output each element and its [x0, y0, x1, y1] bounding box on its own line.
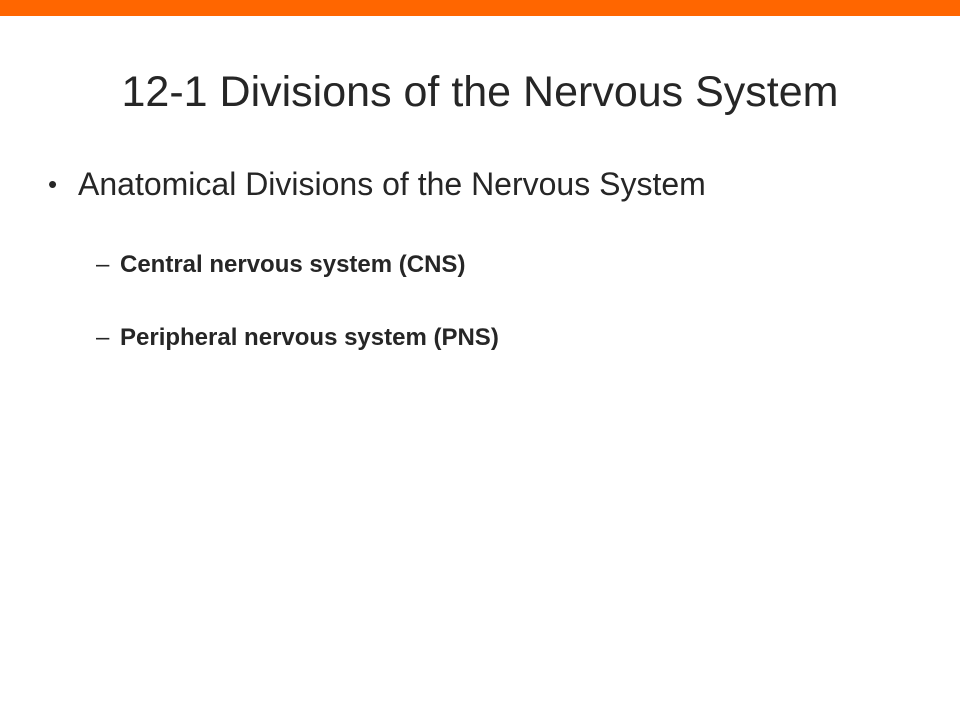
bullet-item-anatomical-divisions: • Anatomical Divisions of the Nervous Sys…: [48, 162, 706, 206]
sub-bullet-item-cns: –Central nervous system (CNS): [96, 248, 465, 282]
bullet-marker: •: [48, 169, 58, 199]
sub-bullet-text: Central nervous system (CNS): [120, 251, 466, 278]
bullet-text: Anatomical Divisions of the Nervous Syst…: [78, 166, 706, 202]
sub-bullet-text: Peripheral nervous system (PNS): [120, 324, 499, 351]
accent-top-bar: [0, 0, 960, 16]
sub-bullet-item-pns: –Peripheral nervous system (PNS): [96, 321, 499, 355]
sub-bullet-marker: –: [96, 251, 110, 278]
sub-bullet-marker: –: [96, 324, 110, 351]
slide-title: 12-1 Divisions of the Nervous System: [121, 68, 839, 116]
